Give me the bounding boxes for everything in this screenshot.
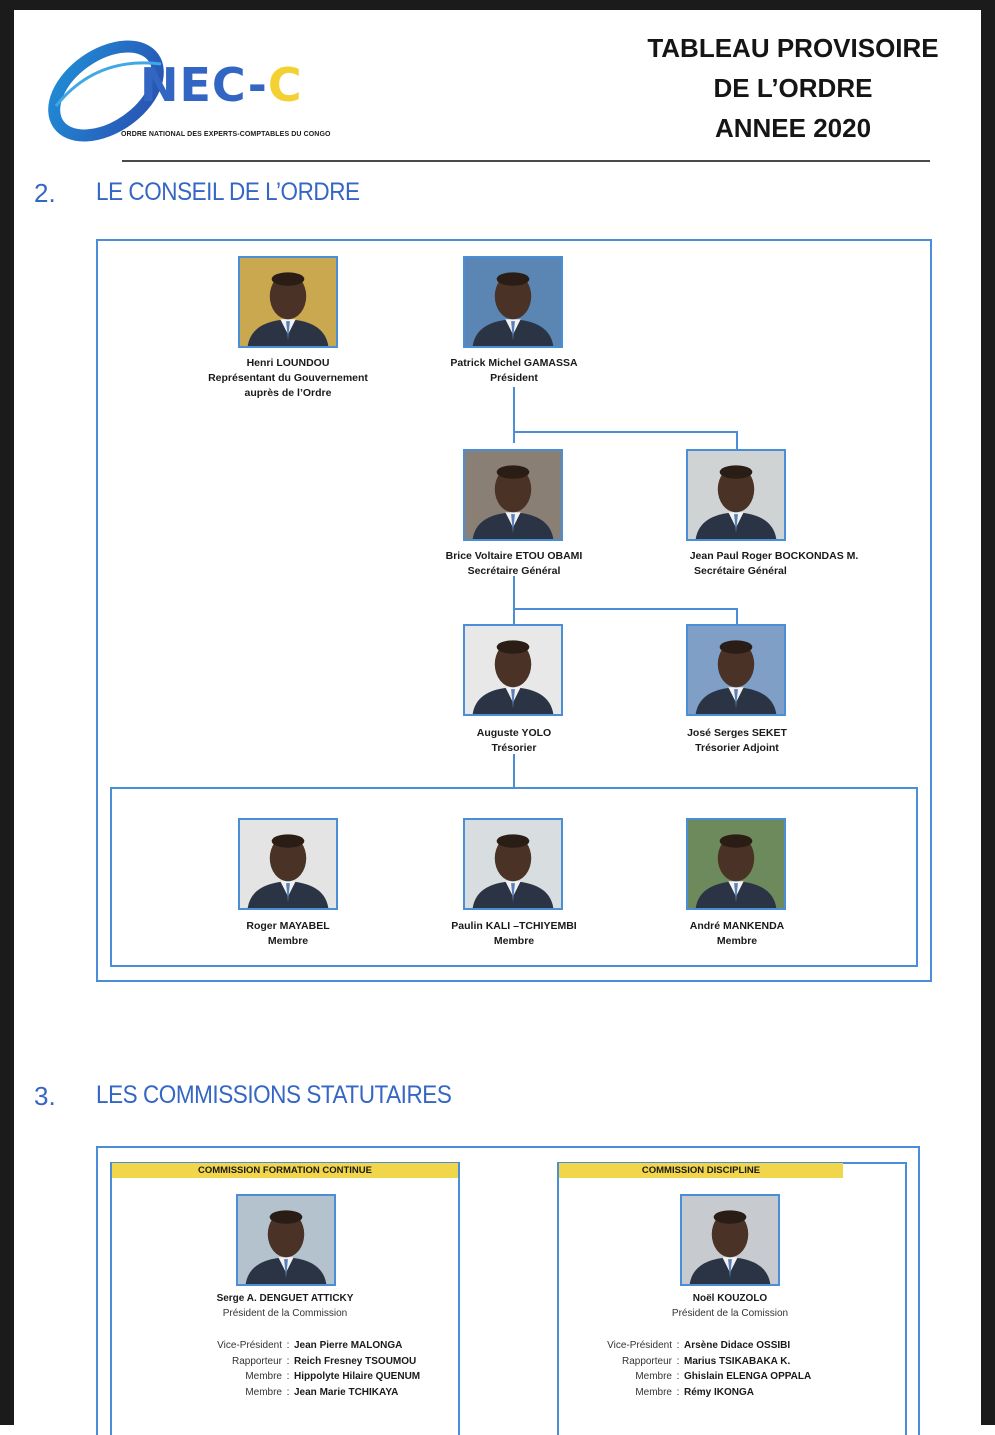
role-line: Membre:Hippolyte Hilaire QUENUM — [245, 1371, 421, 1382]
role-line: Rapporteur:Reich Fresney TSOUMOU — [231, 1355, 417, 1367]
person-role: Représentant du Gouvernement — [208, 372, 368, 384]
header-divider — [122, 160, 930, 162]
portrait-silhouette-icon — [465, 820, 561, 908]
role-line: Membre:Jean Marie TCHIKAYA — [245, 1386, 399, 1398]
person-caption: Patrick Michel GAMASSA Président — [394, 356, 634, 386]
role-line: Membre:Rémy IKONGA — [635, 1386, 755, 1398]
connector — [736, 431, 738, 449]
person-caption: José Serges SEKET Trésorier Adjoint — [617, 726, 857, 756]
person-role: Trésorier — [491, 742, 537, 754]
logo-wordmark: NEC-C — [140, 58, 303, 112]
role-line: Vice-Président:Jean Pierre MALONGA — [217, 1340, 403, 1351]
person-caption: Paulin KALI –TCHIYEMBI Membre — [394, 919, 634, 949]
person-name: Brice Voltaire ETOU OBAMI — [445, 550, 583, 562]
person-name: André MANKENDA — [689, 920, 785, 932]
person-role: auprès de l’Ordre — [244, 387, 332, 399]
section-3-title: LES COMMISSIONS STATUTAIRES — [96, 1081, 452, 1109]
person-caption: Brice Voltaire ETOU OBAMI Secrétaire Gén… — [394, 549, 634, 579]
person-caption: Auguste YOLO Trésorier — [394, 726, 634, 756]
commission-president-role: Président de la Commission — [222, 1308, 348, 1319]
members-frame — [110, 787, 918, 967]
commission-president-name: Serge A. DENGUET ATTICKY — [216, 1293, 354, 1304]
connector — [513, 754, 515, 788]
person-caption: Roger MAYABEL Membre — [168, 919, 408, 949]
portrait-photo — [463, 624, 563, 716]
portrait-photo — [686, 818, 786, 910]
person-role: Membre — [716, 935, 758, 947]
portrait-silhouette-icon — [465, 451, 561, 539]
portrait-silhouette-icon — [688, 626, 784, 714]
person-name: Roger MAYABEL — [246, 920, 330, 932]
portrait-photo — [236, 1194, 336, 1286]
person-name: Henri LOUNDOU — [246, 357, 330, 369]
person-role: Secrétaire Général — [467, 565, 561, 577]
portrait-photo — [463, 449, 563, 541]
commissions-frame — [96, 1146, 920, 1435]
portrait-silhouette-icon — [238, 1196, 334, 1284]
portrait-photo — [463, 818, 563, 910]
person-caption: Jean Paul Roger BOCKONDAS M. Secrétaire … — [654, 549, 894, 579]
portrait-photo — [686, 449, 786, 541]
portrait-photo — [680, 1194, 780, 1286]
connector — [513, 608, 738, 610]
person-name: Patrick Michel GAMASSA — [450, 357, 578, 369]
portrait-silhouette-icon — [688, 451, 784, 539]
portrait-silhouette-icon — [240, 820, 336, 908]
commission-banner: COMMISSION DISCIPLINE — [559, 1163, 843, 1178]
role-line: Membre:Ghislain ELENGA OPPALA — [635, 1371, 812, 1382]
role-line: Rapporteur:Marius TSIKABAKA K. — [621, 1355, 791, 1367]
role-line: Vice-Président:Arsène Didace OSSIBI — [607, 1340, 791, 1351]
person-role: Membre — [267, 935, 309, 947]
section-2-number: 2. — [34, 178, 56, 208]
person-name: Jean Paul Roger BOCKONDAS M. — [689, 550, 859, 562]
person-role: Membre — [493, 935, 535, 947]
person-caption: Henri LOUNDOU Représentant du Gouverneme… — [158, 356, 418, 401]
commission-roles: Vice-Président:Jean Pierre MALONGA Rappo… — [164, 1338, 420, 1400]
connector — [513, 431, 738, 433]
title-line-3: ANNEE 2020 — [714, 113, 872, 143]
section-3-number: 3. — [34, 1081, 56, 1111]
connector — [513, 576, 515, 624]
title-line-1: TABLEAU PROVISOIRE — [647, 33, 939, 63]
commission-banner: COMMISSION FORMATION CONTINUE — [112, 1163, 458, 1178]
portrait-silhouette-icon — [465, 626, 561, 714]
person-name: Auguste YOLO — [476, 727, 552, 739]
portrait-photo — [238, 818, 338, 910]
portrait-silhouette-icon — [682, 1196, 778, 1284]
commission-roles: Vice-Président:Arsène Didace OSSIBI Rapp… — [554, 1338, 811, 1400]
connector — [513, 387, 515, 443]
document-title: TABLEAU PROVISOIRE DE L’ORDRE ANNEE 2020 — [628, 28, 958, 148]
logo-subtitle: ORDRE NATIONAL DES EXPERTS-COMPTABLES DU… — [121, 131, 331, 138]
section-2-title: LE CONSEIL DE L’ORDRE — [96, 178, 360, 206]
commission-president-role: Président de la Comission — [671, 1308, 789, 1319]
council-frame — [96, 239, 932, 982]
person-role: Secrétaire Général — [694, 565, 787, 577]
portrait-silhouette-icon — [465, 258, 561, 346]
person-name: Paulin KALI –TCHIYEMBI — [451, 920, 577, 932]
person-role: Président — [490, 372, 538, 384]
commission-president-name: Noël KOUZOLO — [692, 1293, 768, 1304]
person-caption: André MANKENDA Membre — [617, 919, 857, 949]
portrait-silhouette-icon — [688, 820, 784, 908]
logo-swoosh-icon — [48, 40, 164, 142]
title-line-2: DE L’ORDRE — [713, 73, 873, 103]
person-name: José Serges SEKET — [687, 727, 787, 739]
person-role: Trésorier Adjoint — [695, 742, 779, 754]
onec-logo: NEC-C ORDRE NATIONAL DES EXPERTS-COMPTAB… — [36, 36, 356, 146]
portrait-photo — [686, 624, 786, 716]
portrait-photo — [238, 256, 338, 348]
portrait-photo — [463, 256, 563, 348]
connector — [736, 608, 738, 624]
portrait-silhouette-icon — [240, 258, 336, 346]
